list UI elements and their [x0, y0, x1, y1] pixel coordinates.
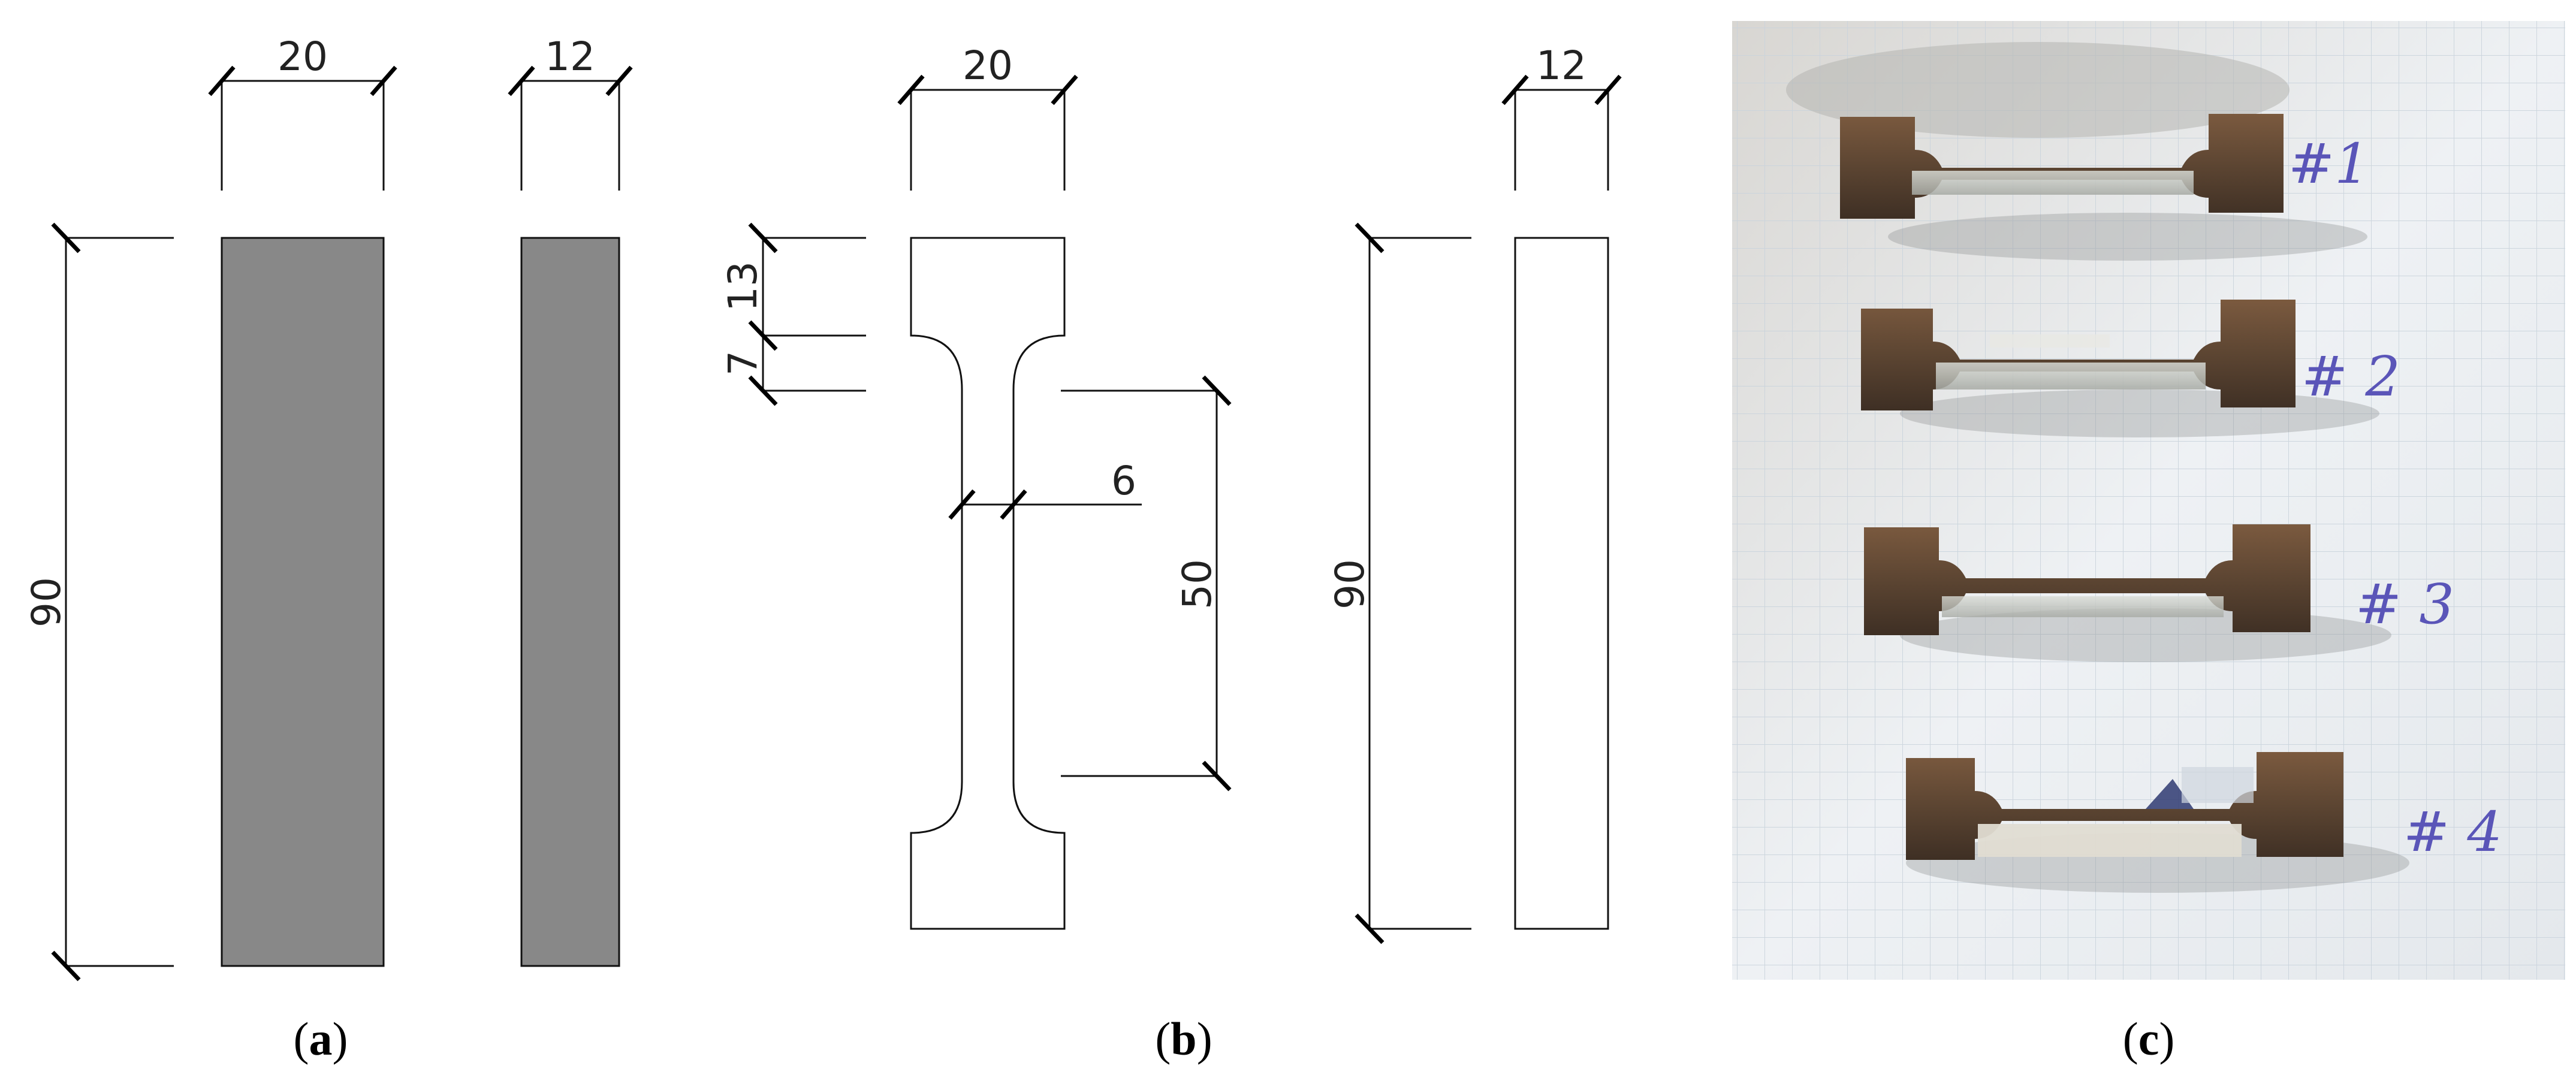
- dim-a-width-side: 12: [545, 34, 595, 80]
- specimen-a-side-view: [520, 237, 620, 967]
- photo-specimen-3: [1864, 524, 2391, 662]
- caption-c: (c): [2123, 1013, 2175, 1065]
- specimen-a-front-view: [221, 237, 385, 967]
- panel-b: 20 13 7 6 50 90: [720, 43, 1622, 1065]
- panel-a: 20 12 90 (a): [23, 34, 633, 1065]
- specimen-b-side-view: [1514, 237, 1609, 930]
- dim-b-gauge-length: 50: [1174, 559, 1220, 609]
- photo-specimen-2: [1861, 300, 2379, 437]
- dim-a-length: 90: [23, 577, 70, 627]
- photo-label-3: # 3: [2355, 572, 2454, 636]
- caption-a: (a): [294, 1013, 348, 1065]
- dim-b-width-side: 12: [1536, 43, 1586, 89]
- dim-b-head-length: 13: [720, 261, 766, 312]
- panel-c-photo: #1 # 2 # 3 # 4 (c): [1732, 21, 2565, 1065]
- photo-specimen-1: [1840, 114, 2367, 261]
- dim-b-fillet: 7: [720, 351, 766, 376]
- photo-label-1: #1: [2288, 132, 2370, 196]
- photo-specimen-4: [1906, 752, 2409, 893]
- photo-label-2: # 2: [2301, 345, 2400, 409]
- dim-b-length: 90: [1327, 559, 1373, 609]
- dim-b-neck-width: 6: [1111, 458, 1136, 504]
- photo-label-4: # 4: [2403, 800, 2502, 864]
- caption-b: (b): [1155, 1013, 1212, 1065]
- specimen-b-dogbone-outline: [910, 237, 1066, 930]
- dim-a-width-front: 20: [277, 34, 328, 80]
- dim-b-width-front: 20: [963, 43, 1013, 89]
